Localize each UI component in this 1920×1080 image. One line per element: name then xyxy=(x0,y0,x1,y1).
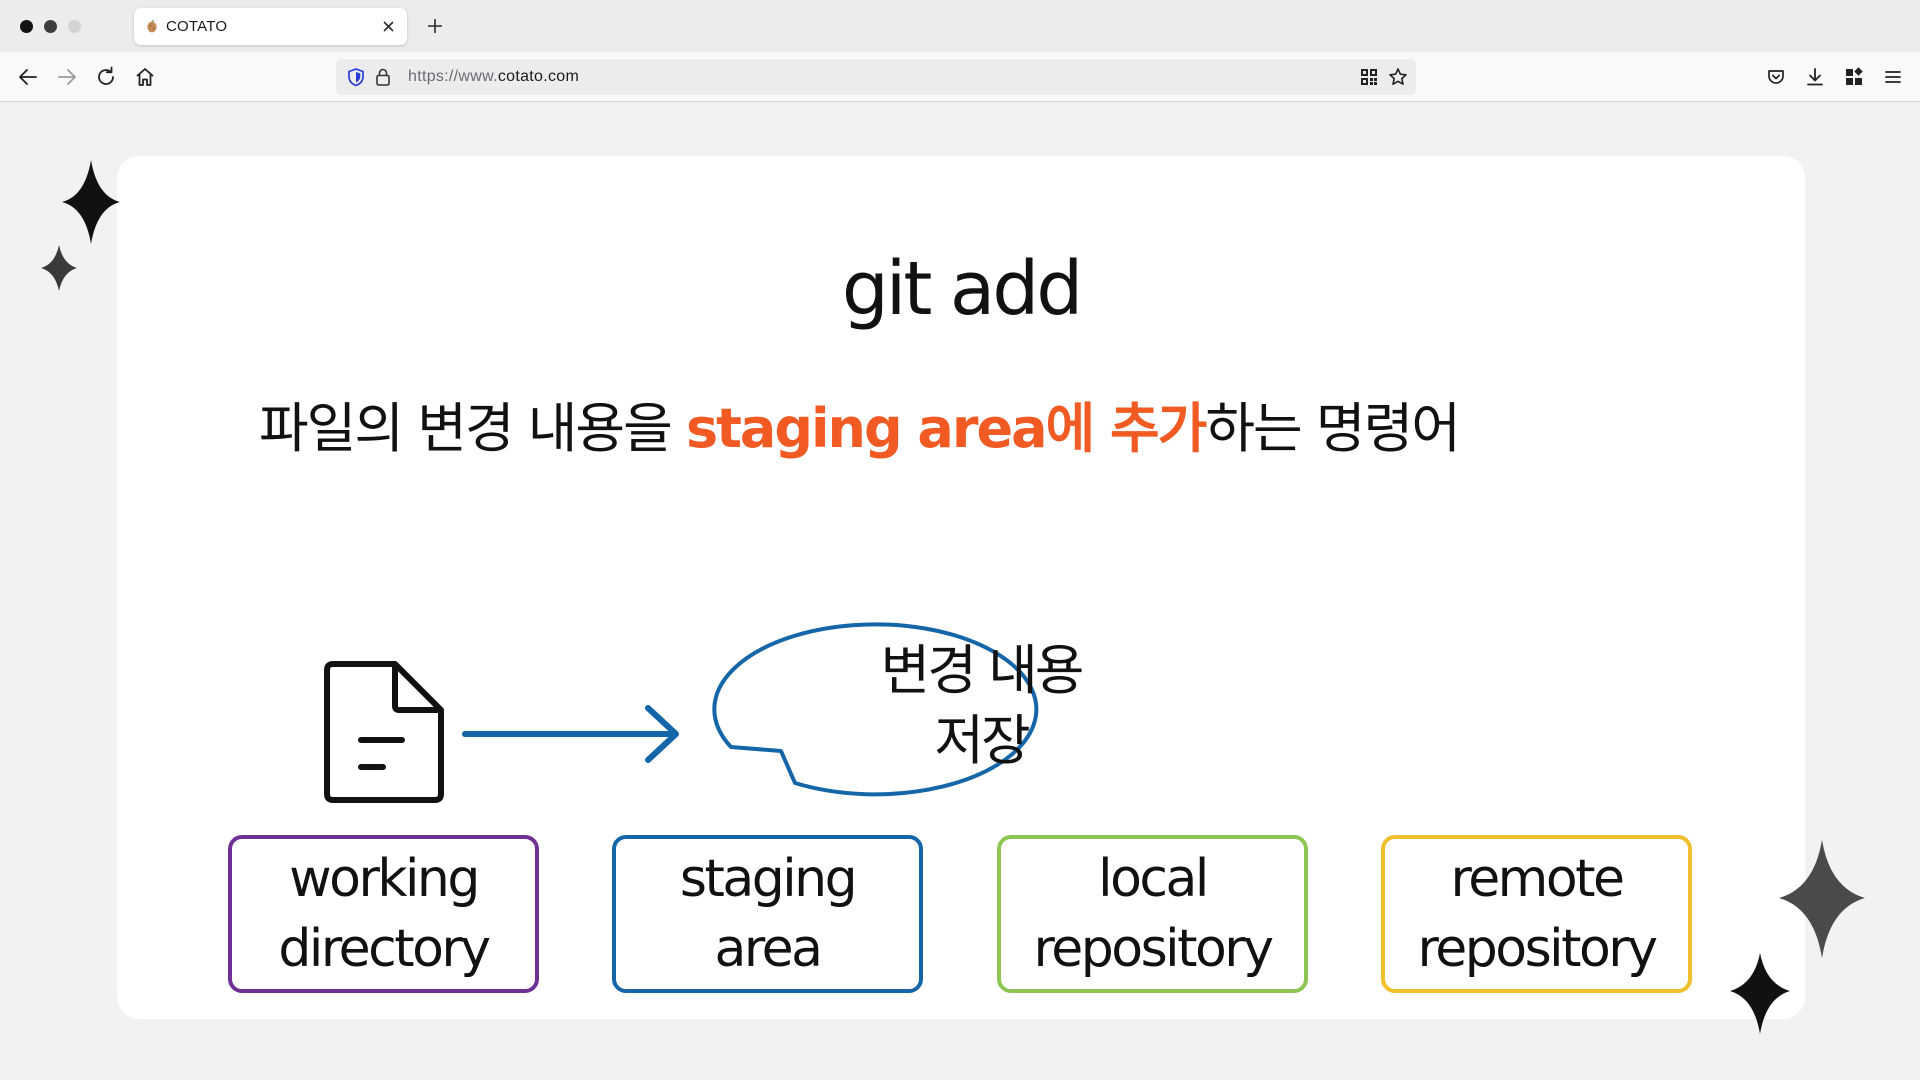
window-maximize-button[interactable] xyxy=(68,20,81,33)
speech-bubble xyxy=(712,622,1039,797)
window-close-button[interactable] xyxy=(20,20,33,33)
subtitle-highlight: staging area에 추가 xyxy=(685,397,1207,460)
potato-favicon-icon xyxy=(147,20,157,33)
download-icon[interactable] xyxy=(1803,65,1827,89)
tab-title: COTATO xyxy=(166,18,228,35)
slide-title: git add xyxy=(841,246,1083,332)
window-minimize-button[interactable] xyxy=(44,20,57,33)
close-tab-icon[interactable] xyxy=(380,18,397,35)
bubble-line-2: 저장 xyxy=(934,709,1030,772)
subtitle-text-end: 하는 명령어 xyxy=(1205,397,1461,460)
arrow-left-icon[interactable] xyxy=(16,65,40,89)
hamburger-menu-icon[interactable] xyxy=(1881,65,1905,89)
speech-bubble-text: 변경 내용 저장 xyxy=(818,636,1144,776)
sparkle-icon xyxy=(41,245,77,291)
qr-code-icon[interactable] xyxy=(1360,68,1378,86)
bubble-line-1: 변경 내용 xyxy=(880,639,1085,702)
stage-label-line1: remote xyxy=(1450,849,1625,909)
stage-label-line1: staging xyxy=(679,849,858,909)
stage-local-repository: local repository xyxy=(997,835,1308,993)
stage-label-line2: repository xyxy=(1033,919,1274,979)
stage-label-line1: working xyxy=(289,849,480,909)
stage-working-directory: working directory xyxy=(228,835,539,993)
extensions-icon[interactable] xyxy=(1842,65,1866,89)
sparkle-icon xyxy=(62,160,120,244)
star-icon[interactable] xyxy=(1388,67,1408,87)
stage-label-line2: area xyxy=(714,919,823,979)
stage-remote-repository: remote repository xyxy=(1381,835,1692,993)
tracking-shield-icon[interactable] xyxy=(346,67,366,87)
stage-staging-area: staging area xyxy=(612,835,923,993)
lock-icon[interactable] xyxy=(374,67,392,87)
stage-label-line1: local xyxy=(1098,849,1209,909)
new-tab-plus-icon[interactable] xyxy=(425,16,445,36)
tab-bar: COTATO xyxy=(0,0,1920,52)
slide-subtitle: 파일의 변경 내용을 staging area에 추가하는 명령어 xyxy=(259,384,1461,463)
reload-icon[interactable] xyxy=(94,65,118,89)
stage-label-line2: directory xyxy=(278,919,491,979)
subtitle-text-start: 파일의 변경 내용을 xyxy=(259,397,686,460)
file-document-icon xyxy=(324,661,444,803)
slide-card: git add 파일의 변경 내용을 staging area에 추가하는 명령… xyxy=(117,156,1805,1019)
url-text[interactable]: https://www.cotato.com xyxy=(408,68,580,85)
flow-arrow-icon xyxy=(462,705,679,763)
pocket-icon[interactable] xyxy=(1764,65,1788,89)
arrow-right-icon[interactable] xyxy=(55,65,79,89)
git-flow-diagram xyxy=(324,622,1039,803)
navigation-toolbar: https://www.cotato.com xyxy=(0,52,1920,102)
browser-tab[interactable]: COTATO xyxy=(134,8,407,45)
stage-label-line2: repository xyxy=(1417,919,1658,979)
home-icon[interactable] xyxy=(133,65,157,89)
url-bar[interactable]: https://www.cotato.com xyxy=(336,59,1416,95)
